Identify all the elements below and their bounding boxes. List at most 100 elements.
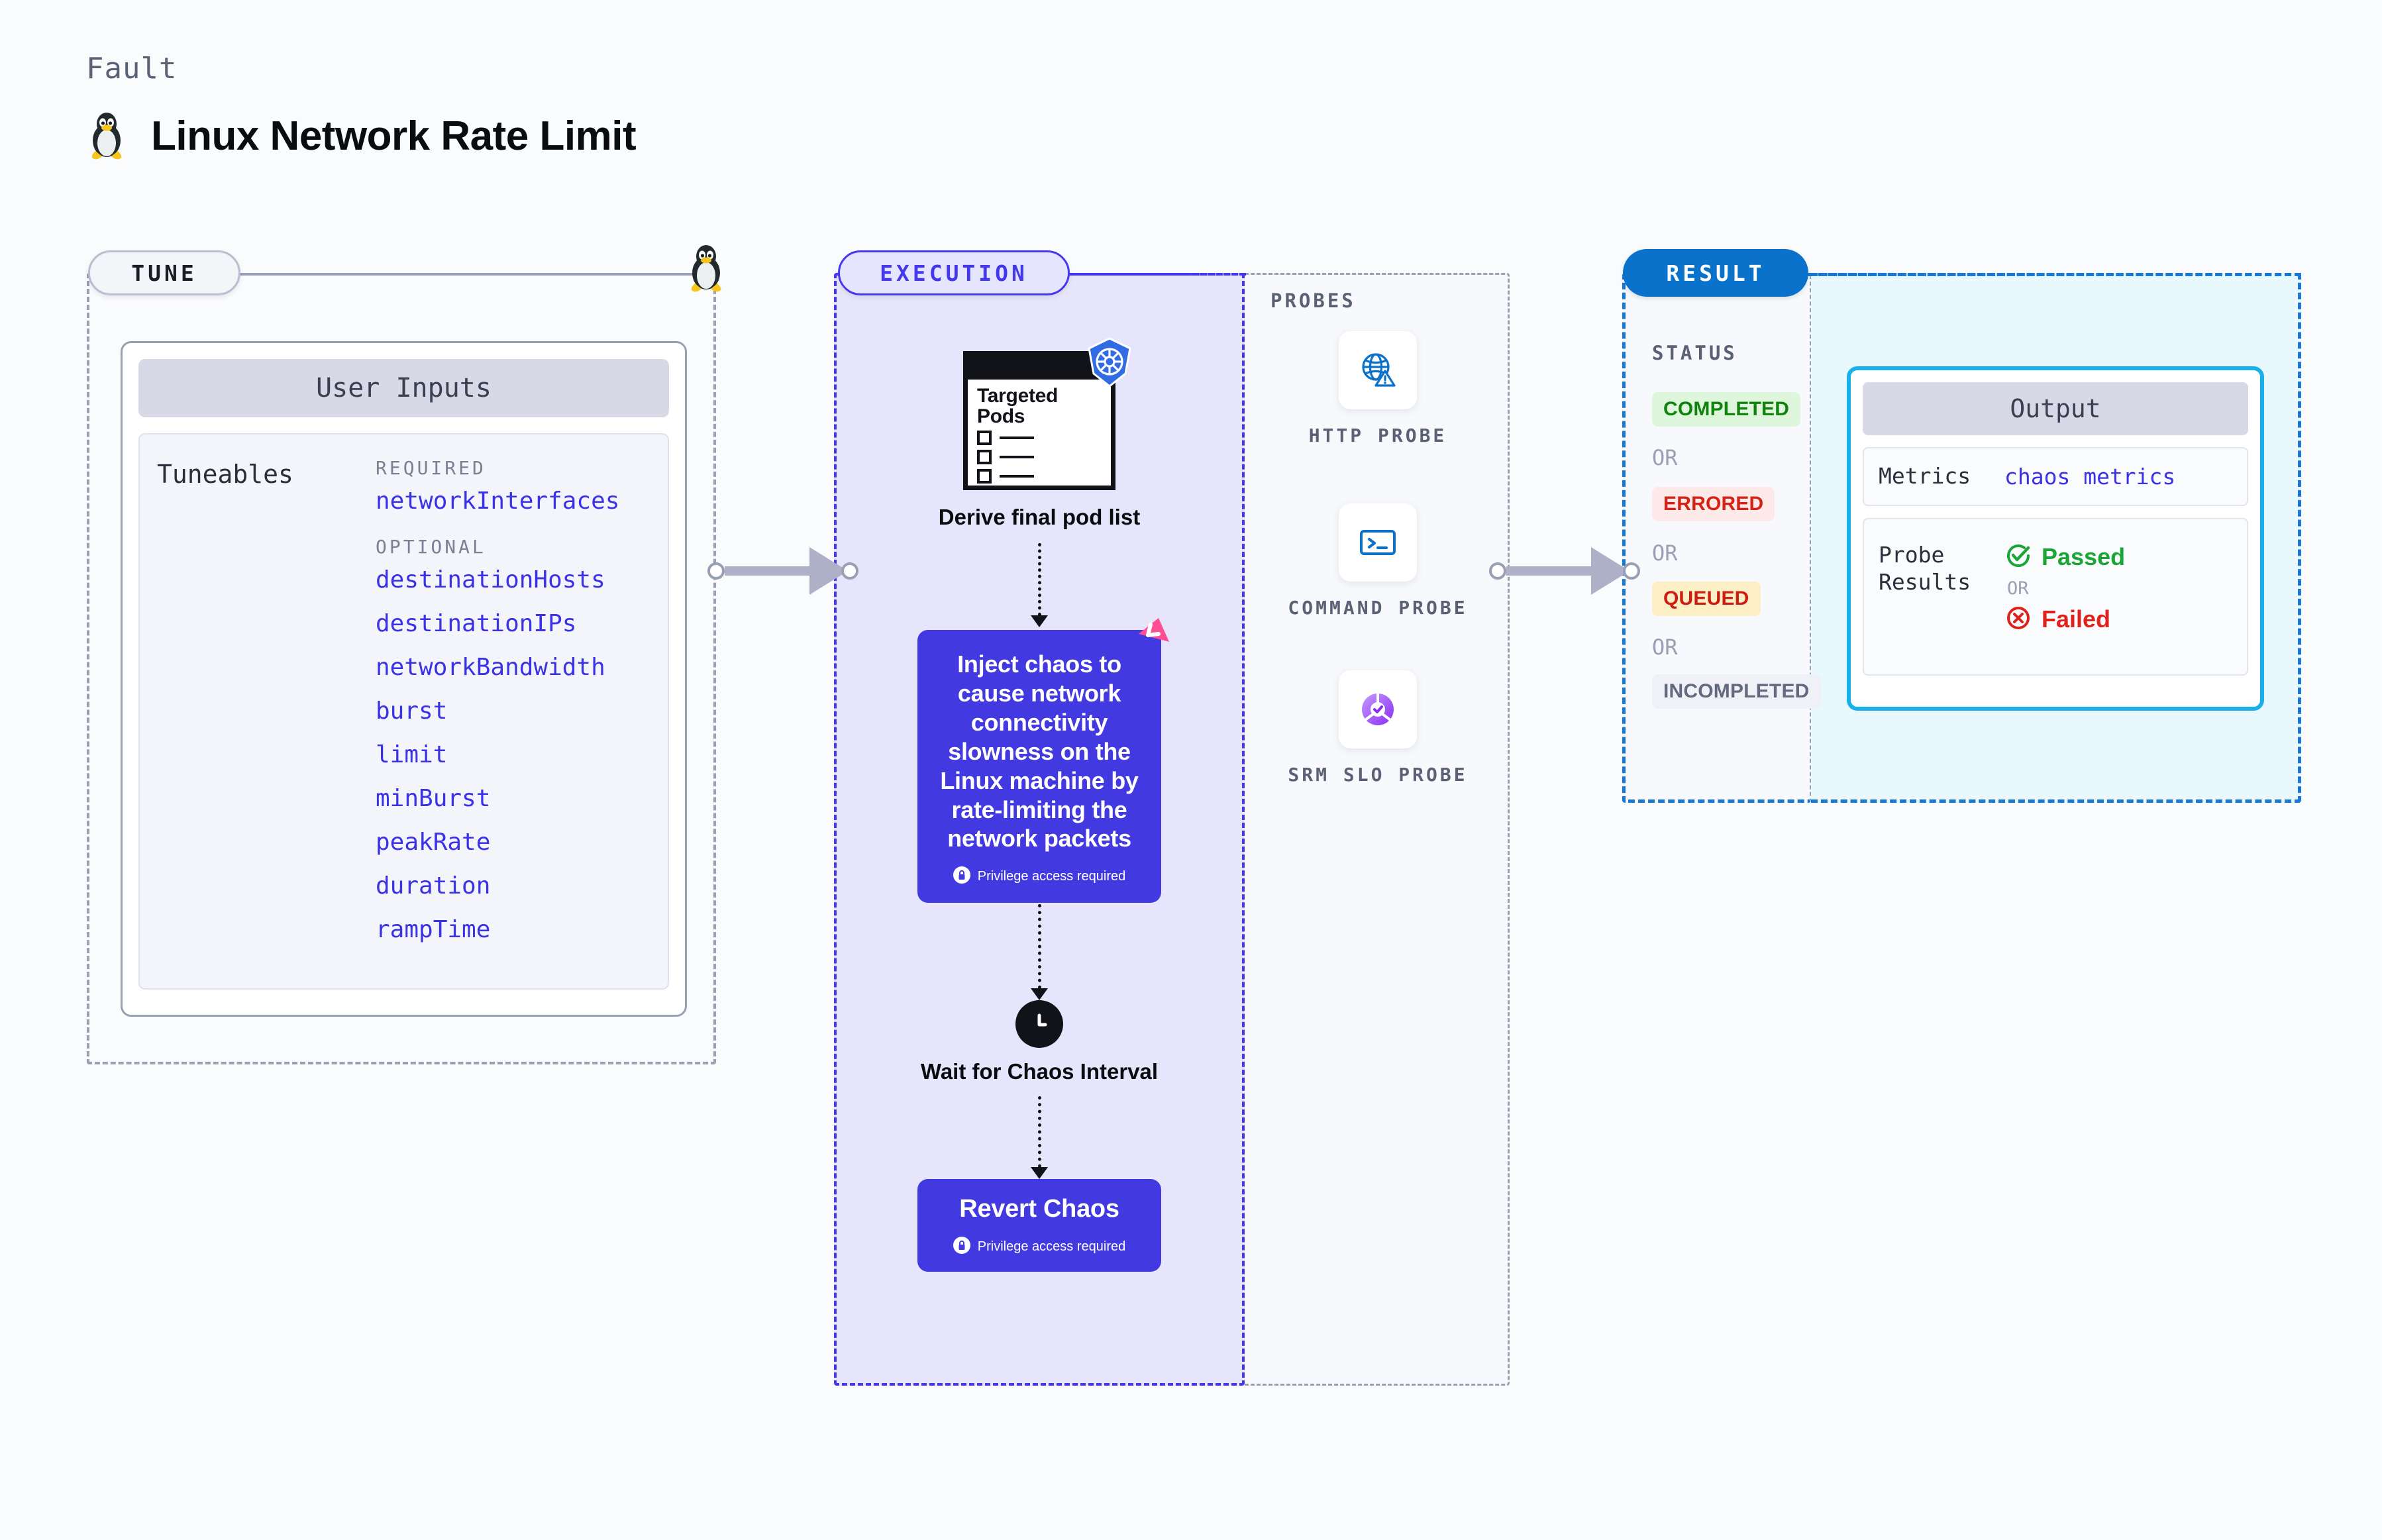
status-or-3: OR [1652, 635, 1678, 660]
probe-result-or: OR [2007, 578, 2029, 599]
tunable-duration[interactable]: duration [376, 872, 491, 899]
list-line [1000, 475, 1034, 478]
user-inputs-card: User Inputs Tuneables REQUIRED networkIn… [121, 341, 687, 1017]
metrics-row: Metrics chaos metrics [1863, 447, 2248, 506]
probe-results-key: Probe Results [1879, 541, 1971, 595]
privilege-note-text: Privilege access required [977, 869, 1126, 884]
tunable-limit[interactable]: limit [376, 741, 448, 768]
checkbox-icon [977, 450, 992, 465]
execution-section-chip[interactable]: EXECUTION [838, 250, 1070, 295]
pods-checklist [968, 427, 1111, 484]
arrow-head-icon [1031, 1167, 1048, 1180]
probe-srm-slo-label: SRM SLO PROBE [1288, 764, 1468, 786]
output-title: Output [1863, 382, 2248, 435]
required-group-label: REQUIRED [376, 457, 486, 479]
tune-to-execution-arrow [707, 547, 858, 595]
optional-group-label: OPTIONAL [376, 536, 486, 558]
probe-results-values: Passed OR Failed [2004, 542, 2125, 635]
list-item [977, 469, 1111, 484]
tunable-destinationhosts[interactable]: destinationHosts [376, 566, 605, 593]
dotted-line [1037, 543, 1041, 616]
tunable-minburst[interactable]: minBurst [376, 785, 491, 812]
status-section-label: STATUS [1652, 342, 1737, 364]
inject-chaos-text: Inject chaos to cause network connectivi… [940, 650, 1139, 852]
tune-chip-dash-line [240, 273, 704, 276]
kubernetes-icon [1085, 336, 1134, 391]
probe-result-failed: Failed [2004, 604, 2125, 635]
output-card: Output Metrics chaos metrics Probe Resul… [1847, 366, 2264, 711]
targeted-pods-title: Targeted Pods [977, 385, 1059, 427]
terminal-icon [1339, 503, 1417, 582]
connector-node-right [841, 562, 858, 580]
page-eyebrow: Fault [86, 52, 178, 85]
probe-http[interactable]: HTTP PROBE [1278, 331, 1477, 448]
flow-arrow-1 [1031, 543, 1048, 627]
tuneables-panel: Tuneables REQUIRED networkInterfaces OPT… [138, 433, 669, 990]
list-item [977, 431, 1111, 446]
probe-srm-slo[interactable]: SRM SLO PROBE [1278, 670, 1477, 787]
connector-node-left [1489, 562, 1506, 580]
result-status-region [1622, 273, 1811, 803]
probe-command[interactable]: COMMAND PROBE [1278, 503, 1477, 620]
flow-arrow-2 [1031, 904, 1048, 1001]
dotted-line [1037, 1096, 1041, 1168]
inject-chaos-box[interactable]: Inject chaos to cause network connectivi… [917, 618, 1169, 903]
wait-for-chaos-caption: Wait for Chaos Interval [920, 1059, 1159, 1084]
tunable-ramptime[interactable]: rampTime [376, 916, 491, 943]
passed-label: Passed [2042, 543, 2126, 571]
privilege-note-row: Privilege access required [931, 1237, 1148, 1257]
litmuschaos-icon [1132, 613, 1176, 660]
arrow-shaft [725, 566, 811, 576]
connector-node-right [1623, 562, 1640, 580]
tunable-burst[interactable]: burst [376, 697, 448, 725]
tunable-networkbandwidth[interactable]: networkBandwidth [376, 654, 605, 681]
status-badge-queued: QUEUED [1652, 582, 1761, 616]
privilege-note-row: Privilege access required [933, 866, 1145, 887]
user-inputs-title: User Inputs [138, 359, 669, 417]
failed-label: Failed [2042, 605, 2111, 633]
tune-section-chip[interactable]: TUNE [88, 250, 240, 295]
arrow-shaft [1506, 566, 1592, 576]
tunable-peakrate[interactable]: peakRate [376, 829, 491, 856]
check-circle-icon [2004, 542, 2032, 573]
result-chip-dash-line [1808, 273, 2301, 276]
execution-to-result-arrow [1489, 547, 1640, 595]
tune-linux-penguin-icon [686, 244, 727, 296]
probe-http-label: HTTP PROBE [1308, 425, 1447, 446]
revert-chaos-box[interactable]: Revert Chaos Privilege access required [917, 1179, 1161, 1272]
probes-region [1245, 273, 1510, 1386]
card-topbar [968, 356, 1111, 380]
derive-pod-list-caption: Derive final pod list [938, 505, 1141, 529]
globe-warning-icon [1339, 331, 1417, 409]
execution-flow: Targeted Pods [834, 285, 1245, 1272]
lock-icon [953, 866, 970, 887]
metrics-key: Metrics [1879, 463, 1971, 489]
tunable-destinationips[interactable]: destinationIPs [376, 610, 577, 637]
status-badge-completed: COMPLETED [1652, 392, 1801, 427]
checkbox-icon [977, 431, 992, 446]
execution-chip-dash-line [1070, 273, 1246, 276]
status-badge-errored: ERRORED [1652, 487, 1775, 521]
probes-section-label: PROBES [1270, 289, 1356, 312]
result-section-chip[interactable]: RESULT [1623, 249, 1808, 297]
checkbox-icon [977, 469, 992, 484]
clock-icon [1015, 1000, 1063, 1049]
status-or-1: OR [1652, 445, 1678, 470]
list-item [977, 450, 1111, 465]
status-badge-incompleted: INCOMPLETED [1652, 674, 1821, 709]
privilege-note-text: Privilege access required [977, 1239, 1126, 1255]
tunable-networkinterfaces[interactable]: networkInterfaces [376, 488, 620, 515]
targeted-pods-card: Targeted Pods [963, 351, 1115, 490]
probe-result-passed: Passed [2004, 542, 2125, 573]
probe-command-label: COMMAND PROBE [1288, 597, 1468, 619]
tuneables-list: REQUIRED networkInterfaces OPTIONAL dest… [376, 457, 619, 988]
slo-gauge-check-icon [1339, 670, 1417, 748]
linux-penguin-icon [86, 111, 127, 160]
page-title-row: Linux Network Rate Limit [86, 111, 637, 160]
tuneables-label: Tuneables [157, 460, 293, 489]
flow-arrow-3 [1031, 1096, 1048, 1180]
x-circle-icon [2004, 604, 2032, 635]
list-line [1000, 436, 1034, 440]
metrics-value-link[interactable]: chaos metrics [2004, 463, 2176, 489]
